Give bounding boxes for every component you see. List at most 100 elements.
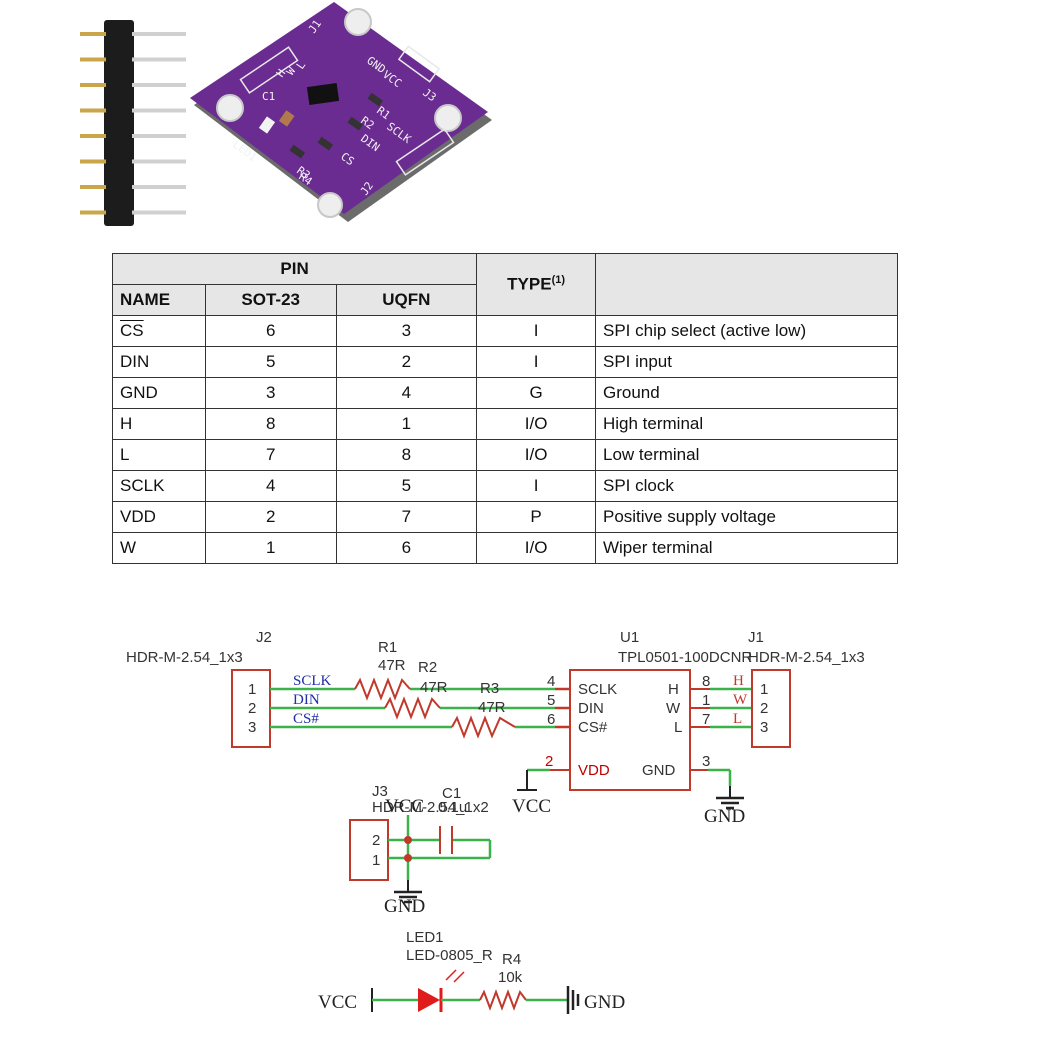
cell-sot23: 4 bbox=[204, 470, 337, 502]
u1-pin-num-cs: 6 bbox=[547, 711, 555, 728]
cell-sot23: 6 bbox=[204, 315, 337, 347]
cell-uqfn: 3 bbox=[335, 315, 478, 347]
cell-uqfn: 6 bbox=[335, 532, 478, 564]
col-name: NAME bbox=[112, 284, 206, 316]
silkscreen-label: CS bbox=[338, 150, 356, 168]
col-uqfn: UQFN bbox=[335, 284, 478, 316]
u1-ground: GND bbox=[704, 768, 746, 827]
net-cs: CS# bbox=[293, 711, 319, 727]
header-pin bbox=[132, 32, 186, 36]
type-footnote: (1) bbox=[551, 274, 566, 287]
u1-ref: U1 bbox=[620, 629, 639, 646]
u1-chip: U1 TPL0501-100DCNR 4 5 6 SCLK DIN CS# H … bbox=[545, 629, 752, 791]
cell-description: SPI input bbox=[594, 346, 899, 378]
u1-pin-num-sclk: 4 bbox=[547, 673, 555, 690]
j3-c1-power-block: J3 HDR-M-2.54_1x2 C1 0.1u VCC 2 1 GND bbox=[349, 783, 492, 917]
j1-value: HDR-M-2.54_1x3 bbox=[748, 649, 865, 666]
j3-ref: J3 bbox=[372, 783, 388, 800]
c1-value: 0.1u bbox=[438, 799, 467, 816]
cell-type: I/O bbox=[476, 439, 596, 471]
cell-sot23: 2 bbox=[204, 501, 337, 533]
r2-value: 47R bbox=[420, 679, 448, 696]
header-pin bbox=[132, 185, 186, 189]
r4-value: 10k bbox=[498, 969, 523, 986]
cell-name: DIN bbox=[112, 346, 206, 378]
cell-description: Low terminal bbox=[594, 439, 899, 471]
net-sclk: SCLK bbox=[293, 673, 332, 689]
j2-value: HDR-M-2.54_1x3 bbox=[126, 649, 243, 666]
silkscreen-label: C1 bbox=[262, 90, 275, 103]
header-pin bbox=[80, 134, 106, 138]
vcc-label-u1: VCC bbox=[512, 796, 551, 817]
silkscreen-label: R2 bbox=[358, 114, 376, 132]
header-pin bbox=[132, 83, 186, 87]
u1-pin-num-gnd: 3 bbox=[702, 753, 710, 770]
r3-value: 47R bbox=[478, 699, 506, 716]
cell-type: I/O bbox=[476, 408, 596, 440]
cell-sot23: 3 bbox=[204, 377, 337, 409]
led1-value: LED-0805_R bbox=[406, 947, 493, 964]
u1-pin-num-din: 5 bbox=[547, 692, 555, 709]
cell-description: Wiper terminal bbox=[594, 532, 899, 564]
gnd-label-j3: GND bbox=[384, 896, 425, 917]
vcc-label-led: VCC bbox=[318, 992, 357, 1013]
cell-description: Ground bbox=[594, 377, 899, 409]
header-pin bbox=[80, 185, 106, 189]
cell-type: I/O bbox=[476, 532, 596, 564]
header-pin bbox=[80, 210, 106, 215]
cell-description: SPI chip select (active low) bbox=[594, 315, 899, 347]
header-pin bbox=[132, 134, 186, 138]
header-pin bbox=[132, 210, 186, 215]
j2-ref: J2 bbox=[256, 629, 272, 646]
description-header bbox=[594, 253, 899, 316]
pin-group-header: PIN bbox=[111, 253, 478, 285]
cell-uqfn: 5 bbox=[335, 470, 478, 502]
cell-type: I bbox=[476, 470, 596, 502]
r2-resistor: R2 47R bbox=[384, 659, 448, 720]
silkscreen-label: R1 bbox=[374, 104, 392, 122]
u1-pin-num-l: 7 bbox=[702, 711, 710, 728]
header-pin bbox=[80, 108, 106, 113]
cell-uqfn: 1 bbox=[335, 408, 478, 440]
header-pin bbox=[80, 83, 106, 87]
r4-ref: R4 bbox=[502, 951, 521, 968]
output-wires bbox=[710, 687, 752, 729]
cell-type: I bbox=[476, 346, 596, 378]
u1-pin-vdd: VDD bbox=[578, 762, 610, 779]
silkscreen-label: J2 bbox=[358, 179, 376, 197]
j2-pin-3: 3 bbox=[248, 719, 256, 736]
vdd-power-flag: VCC bbox=[512, 768, 551, 817]
net-din: DIN bbox=[293, 692, 320, 708]
j2-pin-1: 1 bbox=[248, 681, 256, 698]
cell-sot23: 8 bbox=[204, 408, 337, 440]
u1-value: TPL0501-100DCNR bbox=[618, 649, 752, 666]
pin-header bbox=[80, 20, 186, 226]
cell-description: Positive supply voltage bbox=[594, 501, 899, 533]
u1-pin-w: W bbox=[666, 700, 681, 717]
j3-value: HDR-M-2.54_1x2 bbox=[372, 799, 489, 816]
silkscreen-label: R3 bbox=[294, 164, 312, 182]
header-pin bbox=[132, 108, 186, 113]
header-pin bbox=[80, 159, 106, 164]
cell-description: High terminal bbox=[594, 408, 899, 440]
j3-pin-1: 1 bbox=[372, 852, 380, 869]
u1-pin-cs: CS# bbox=[578, 719, 608, 736]
cell-uqfn: 4 bbox=[335, 377, 478, 409]
cell-description: SPI clock bbox=[594, 470, 899, 502]
j1-pin-1: 1 bbox=[760, 681, 768, 698]
r2-ref: R2 bbox=[418, 659, 437, 676]
signal-wires bbox=[270, 687, 570, 729]
j3-pin-2: 2 bbox=[372, 832, 380, 849]
j1-ref: J1 bbox=[748, 629, 764, 646]
u1-pin-gnd: GND bbox=[642, 762, 676, 779]
led-indicator-circuit: LED1 LED-0805_R R4 10k VCC GND bbox=[318, 929, 625, 1014]
cell-type: P bbox=[476, 501, 596, 533]
header-pin bbox=[80, 57, 106, 62]
cell-name: VDD bbox=[112, 501, 206, 533]
u1-pin-din: DIN bbox=[578, 700, 604, 717]
cell-type: I bbox=[476, 315, 596, 347]
